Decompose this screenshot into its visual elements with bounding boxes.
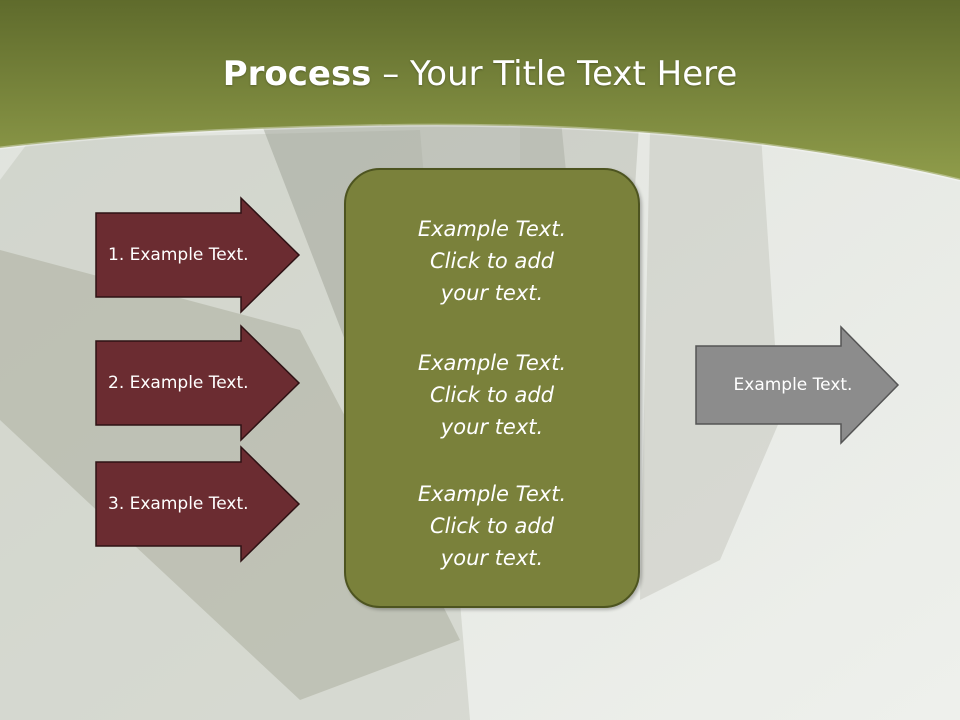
output-arrow-label: Example Text.	[733, 375, 853, 395]
text-line: your text.	[440, 415, 544, 439]
text-line: your text.	[440, 281, 544, 305]
arrow-right-shape	[95, 196, 301, 314]
text-block-1: Example Text. Click to add your text.	[346, 213, 638, 309]
text-line: Example Text.	[417, 351, 567, 375]
text-line: your text.	[440, 546, 544, 570]
text-line: Click to add	[429, 383, 554, 407]
output-arrow[interactable]: Example Text.	[695, 325, 900, 445]
text-line: Example Text.	[417, 217, 567, 241]
arrow-label-1: 1. Example Text.	[108, 245, 249, 265]
process-arrow-2[interactable]: 2. Example Text.	[95, 324, 301, 442]
page-title: Process – Your Title Text Here	[0, 52, 960, 96]
process-arrow-1[interactable]: 1. Example Text.	[95, 196, 301, 314]
arrow-label-3: 3. Example Text.	[108, 494, 249, 514]
text-line: Click to add	[429, 514, 554, 538]
text-block-2: Example Text. Click to add your text.	[346, 347, 638, 443]
text-line: Click to add	[429, 249, 554, 273]
process-arrow-3[interactable]: 3. Example Text.	[95, 445, 301, 563]
arrow-right-shape	[95, 324, 301, 442]
center-text-box[interactable]: Example Text. Click to add your text. Ex…	[344, 168, 640, 608]
title-rest: – Your Title Text Here	[371, 54, 738, 94]
arrow-right-shape	[695, 325, 900, 445]
title-bold: Process	[222, 54, 372, 94]
text-block-3: Example Text. Click to add your text.	[346, 478, 638, 574]
arrow-label-2: 2. Example Text.	[108, 373, 249, 393]
arrow-right-shape	[95, 445, 301, 563]
text-line: Example Text.	[417, 482, 567, 506]
